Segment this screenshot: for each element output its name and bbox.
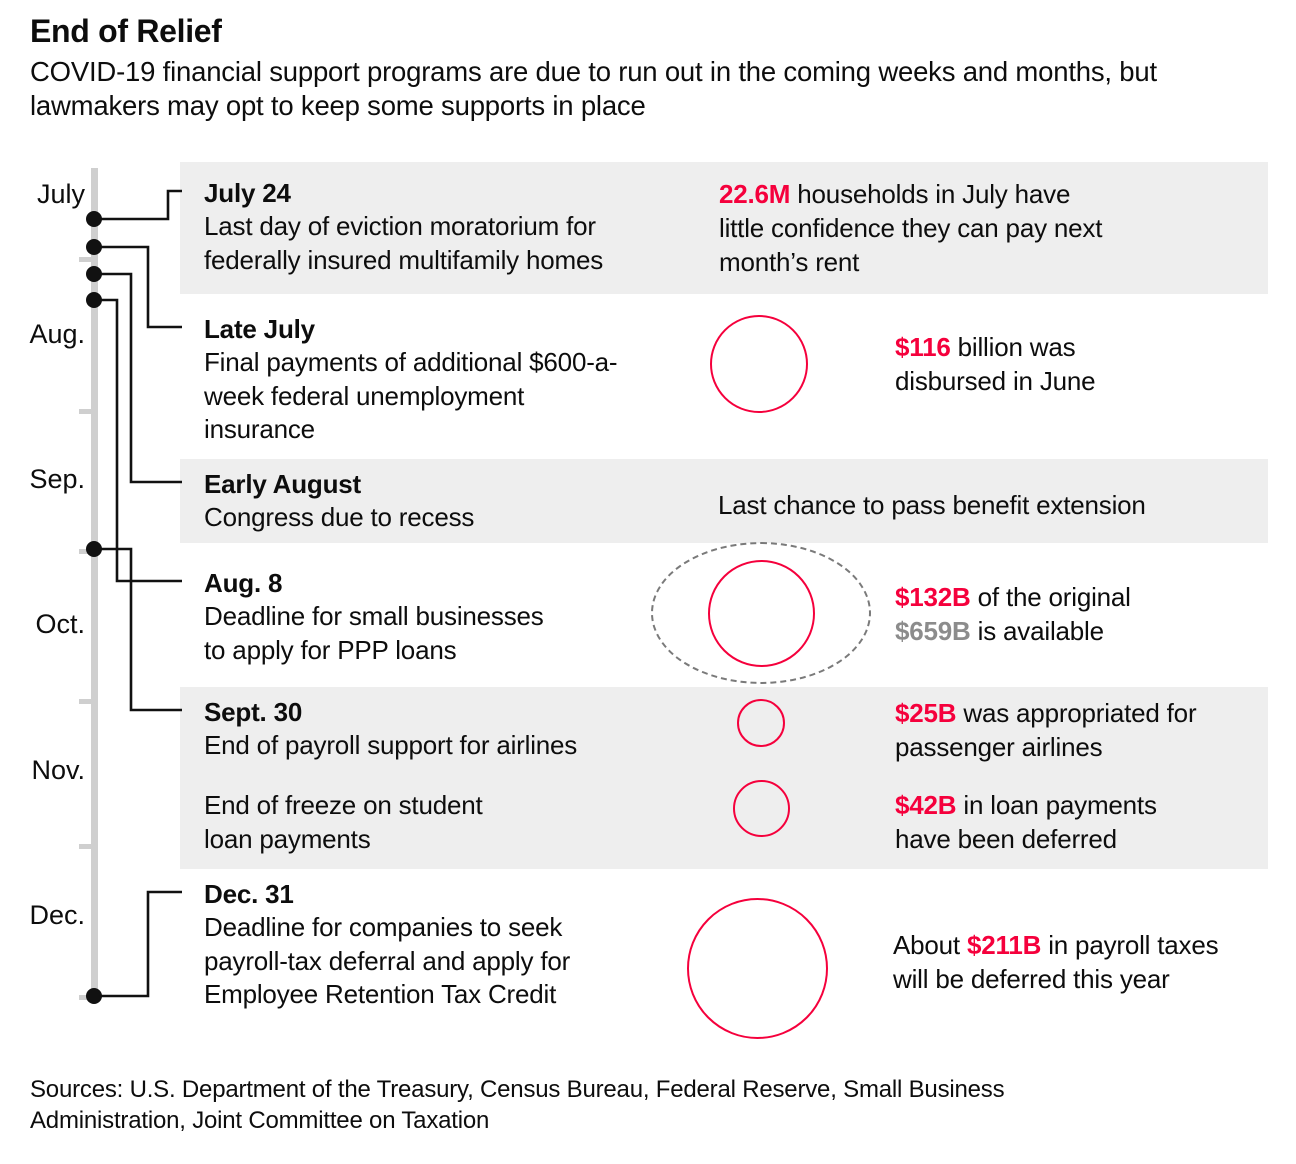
- axis-month-label: Sep.: [29, 464, 85, 494]
- row-desc-line: End of payroll support for airlines: [204, 729, 578, 760]
- stat-text: have been deferred: [895, 823, 1117, 854]
- stat-text: billion was: [950, 332, 1076, 362]
- row-band-july24: [180, 162, 1268, 294]
- total-circle-659b: [651, 542, 871, 684]
- timeline-dot-july24: [86, 211, 102, 227]
- row-desc-line: week federal unemployment: [204, 380, 525, 411]
- row-date: Late July: [204, 314, 315, 344]
- row-desc-line: loan payments: [204, 823, 371, 854]
- row-description: Deadline for small businesses to apply f…: [204, 600, 544, 668]
- axis-tick-nov: [79, 699, 98, 704]
- axis-month-label: July: [36, 179, 85, 209]
- axis-tick-dec: [79, 844, 98, 849]
- stat-text: was appropriated for: [956, 698, 1197, 728]
- connector-late-july: [95, 245, 182, 329]
- amount-circle-132b: [708, 560, 815, 667]
- axis-month-label: Nov.: [31, 755, 85, 785]
- row-description: Deadline for companies to seek payroll-t…: [204, 911, 570, 1012]
- timeline-dot-early-august: [86, 266, 102, 282]
- stat-text: in payroll taxes: [1041, 930, 1219, 960]
- timeline-axis: [91, 168, 98, 1000]
- stat-value: 22.6M: [719, 179, 791, 209]
- row-desc-line: Deadline for companies to seek: [204, 911, 563, 942]
- row-description: Congress due to recess: [204, 501, 474, 535]
- stat-value: $211B: [966, 930, 1042, 960]
- row-student-loans: End of freeze on student loan payments: [204, 789, 483, 857]
- page-title: End of Relief: [30, 13, 222, 49]
- stat-value-secondary: $659B: [895, 615, 971, 646]
- amount-circle-211b: [687, 898, 828, 1039]
- row-description: End of payroll support for airlines: [204, 729, 577, 763]
- row-desc-line: to apply for PPP loans: [204, 634, 457, 665]
- stat-aug8: $132B of the original $659B is available: [895, 581, 1275, 649]
- connector-july24: [95, 189, 182, 221]
- timeline-dot-dec31: [86, 988, 102, 1004]
- row-desc-line: payroll-tax deferral and apply for: [204, 945, 571, 976]
- page-subtitle: COVID-19 financial support programs are …: [30, 56, 1157, 121]
- stat-text: month’s rent: [719, 246, 860, 277]
- axis-month-label: Oct.: [35, 609, 85, 639]
- row-desc-line: insurance: [204, 414, 315, 445]
- row-dec31: Dec. 31 Deadline for companies to seek p…: [204, 879, 570, 1012]
- stat-student-loans: $42B in loan payments have been deferred: [895, 789, 1275, 857]
- stat-text: households in July have: [790, 179, 1071, 209]
- sources-line: Administration, Joint Committee on Taxat…: [30, 1106, 490, 1134]
- row-description: Last day of eviction moratorium for fede…: [204, 210, 603, 278]
- timeline-dot-late-july: [86, 239, 102, 255]
- sources-footer: Sources: U.S. Department of the Treasury…: [30, 1075, 1210, 1136]
- row-desc-line: Final payments of additional $600-a-: [204, 346, 618, 377]
- row-date: July 24: [204, 178, 291, 208]
- connector-sept30: [95, 547, 182, 712]
- stat-value: $42B: [895, 790, 957, 820]
- row-date: Early August: [204, 469, 362, 499]
- row-date: Aug. 8: [204, 568, 283, 598]
- timeline-dot-sept30: [86, 541, 102, 557]
- axis-month-label: Aug.: [29, 319, 85, 349]
- sources-line: Sources: U.S. Department of the Treasury…: [30, 1076, 1005, 1103]
- row-date: Dec. 31: [204, 879, 294, 909]
- amount-circle-116b: [710, 315, 808, 413]
- row-desc-line: Employee Retention Tax Credit: [204, 979, 557, 1010]
- row-desc-line: Congress due to recess: [204, 501, 475, 532]
- stat-text: passenger airlines: [895, 731, 1103, 762]
- row-desc-line: Deadline for small businesses: [204, 600, 544, 631]
- row-sept30: Sept. 30 End of payroll support for airl…: [204, 697, 577, 763]
- row-description: End of freeze on student loan payments: [204, 789, 483, 857]
- row-july24: July 24 Last day of eviction moratorium …: [204, 178, 603, 277]
- stat-sept30-airlines: $25B was appropriated for passenger airl…: [895, 697, 1275, 765]
- stat-text: will be deferred this year: [893, 963, 1170, 994]
- stat-july24: 22.6M households in July have little con…: [719, 178, 1269, 279]
- stat-value: $25B: [895, 698, 957, 728]
- row-aug8: Aug. 8 Deadline for small businesses to …: [204, 568, 544, 667]
- stat-late-july: $116 billion was disbursed in June: [895, 331, 1275, 399]
- axis-month-label: Dec.: [29, 900, 85, 930]
- row-band-early-august: [180, 459, 1268, 543]
- stat-text: little confidence they can pay next: [719, 212, 1103, 243]
- connector-dec31: [95, 890, 182, 998]
- row-description: Final payments of additional $600-a- wee…: [204, 346, 618, 447]
- timeline-dot-aug8: [86, 292, 102, 308]
- row-late-july: Late July Final payments of additional $…: [204, 314, 618, 447]
- row-desc-line: End of freeze on student: [204, 790, 483, 820]
- row-band-sept30: [180, 687, 1268, 869]
- stat-text: is available: [970, 615, 1104, 646]
- amount-circle-42b: [733, 780, 790, 837]
- stat-text: About: [893, 930, 967, 960]
- stat-value: $116: [895, 332, 951, 362]
- note-early-august: Last chance to pass benefit extension: [718, 490, 1146, 520]
- amount-circle-25b: [737, 699, 785, 747]
- stat-value: $132B: [895, 582, 971, 612]
- stat-dec31: About $211B in payroll taxes will be def…: [893, 929, 1293, 997]
- row-desc-line: Last day of eviction moratorium for: [204, 210, 596, 241]
- connector-early-august: [95, 272, 182, 484]
- connector-aug8: [95, 298, 182, 583]
- row-date: Sept. 30: [204, 697, 303, 727]
- stat-text: of the original: [970, 582, 1131, 612]
- stat-text: in loan payments: [956, 790, 1157, 820]
- axis-tick-sep: [79, 409, 98, 414]
- row-early-august: Early August Congress due to recess: [204, 469, 474, 535]
- stat-text: disbursed in June: [895, 365, 1096, 396]
- row-desc-line: federally insured multifamily homes: [204, 244, 604, 275]
- axis-tick-aug: [79, 257, 98, 262]
